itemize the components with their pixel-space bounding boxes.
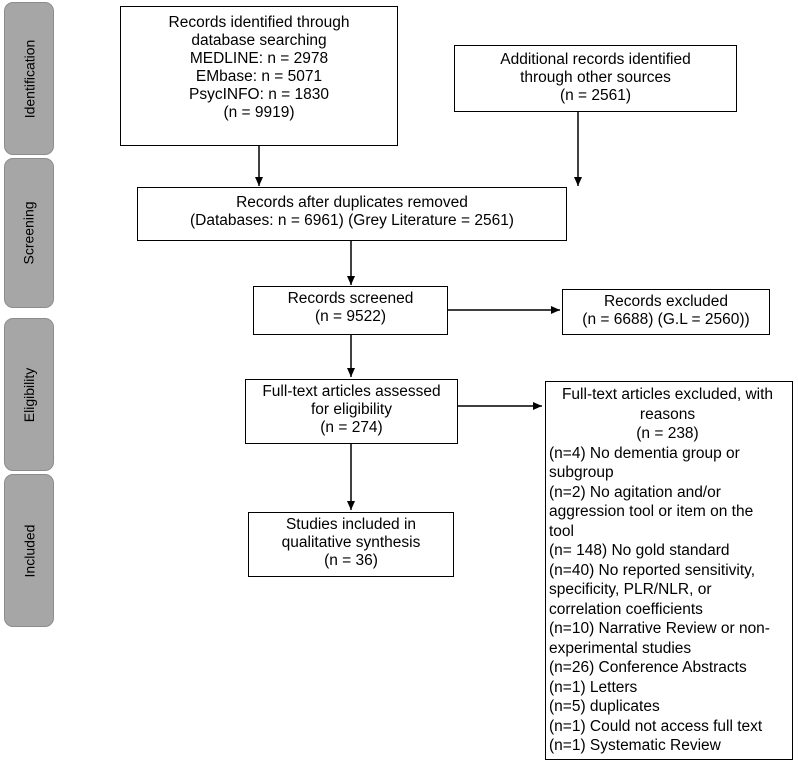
exclusion-reason-line: (n= 148) No gold standard	[549, 542, 730, 559]
exclusion-reason-line: (n=40) No reported sensitivity,	[549, 561, 756, 579]
exclusion-reason-line: (n=1) Letters	[549, 678, 638, 696]
other-sources-box: Additional records identified through ot…	[454, 45, 737, 112]
full-text-excluded-header-line: Full-text articles excluded, with	[561, 386, 774, 403]
database-records-line: (n = 9919)	[223, 104, 295, 121]
exclusion-reason-line: subgroup	[549, 464, 614, 481]
exclusion-reason-line: (n=5) duplicates	[549, 698, 660, 715]
records-excluded-line: (n = 6688) (G.L = 2560))	[582, 311, 750, 328]
records-excluded-line: Records excluded	[603, 293, 729, 310]
included-studies-line: (n = 36)	[324, 552, 378, 569]
exclusion-reason-line: specificity, PLR/NLR, or	[549, 581, 712, 598]
exclusion-reason-line: (n=2) No agitation and/or	[549, 483, 721, 501]
included-studies-line: qualitative synthesis	[281, 534, 421, 551]
database-records-line: Records identified through	[168, 14, 350, 31]
records-screened-line: Records screened	[287, 290, 414, 307]
phase-eligibility: Eligibility	[4, 318, 54, 471]
records-screened-line: (n = 9522)	[314, 308, 387, 325]
exclusion-reason-line: tool	[549, 522, 574, 540]
exclusion-reason-line: (n=1) Systematic Review	[549, 737, 721, 754]
other-sources-line: Additional records identified	[500, 51, 691, 68]
exclusion-reason-line: (n=10) Narrative Review or non-	[549, 620, 770, 637]
exclusion-reason-line: experimental studies	[549, 639, 692, 657]
database-records-box: Records identified through database sear…	[120, 6, 398, 146]
exclusion-reason-line: aggression tool or item on the	[549, 503, 754, 520]
full-text-assessed-line: (n = 274)	[320, 419, 383, 436]
exclusion-reason-line: correlation coefficients	[549, 600, 703, 618]
records-screened-box: Records screened (n = 9522)	[253, 286, 448, 335]
included-studies-box: Studies included in qualitative synthesi…	[248, 512, 454, 577]
after-duplicates-line: Records after duplicates removed	[236, 194, 468, 211]
full-text-assessed-line: Full-text articles assessed	[262, 383, 441, 400]
full-text-excluded-header-line: (n = 238)	[636, 425, 699, 442]
other-sources-line: through other sources	[520, 69, 671, 86]
phase-included: Included	[4, 474, 54, 627]
full-text-excluded-box: Full-text articles excluded, with reason…	[545, 381, 793, 760]
exclusion-reason-line: (n=4) No dementia group or	[549, 444, 740, 462]
included-studies-line: Studies included in	[285, 516, 417, 533]
database-records-line: MEDLINE: n = 2978	[189, 50, 329, 67]
after-duplicates-box: Records after duplicates removed (Databa…	[137, 187, 567, 241]
database-records-line: EMbase: n = 5071	[195, 68, 323, 85]
exclusion-reason-line: (n=26) Conference Abstracts	[549, 659, 747, 676]
database-records-line: database searching	[191, 32, 327, 49]
after-duplicates-line: (Databases: n = 6961) (Grey Literature =…	[190, 212, 514, 229]
phase-identification: Identification	[4, 2, 54, 155]
full-text-excluded-header-line: reasons	[639, 405, 696, 423]
phase-screening: Screening	[4, 158, 54, 308]
records-excluded-box: Records excluded (n = 6688) (G.L = 2560)…	[562, 289, 770, 335]
other-sources-line: (n = 2561)	[559, 87, 632, 104]
database-records-line: PsycINFO: n = 1830	[189, 86, 329, 103]
exclusion-reason-line: (n=1) Could not access full text	[549, 717, 763, 735]
full-text-assessed-line: for eligibility	[311, 401, 392, 418]
full-text-assessed-box: Full-text articles assessed for eligibil…	[245, 379, 458, 444]
